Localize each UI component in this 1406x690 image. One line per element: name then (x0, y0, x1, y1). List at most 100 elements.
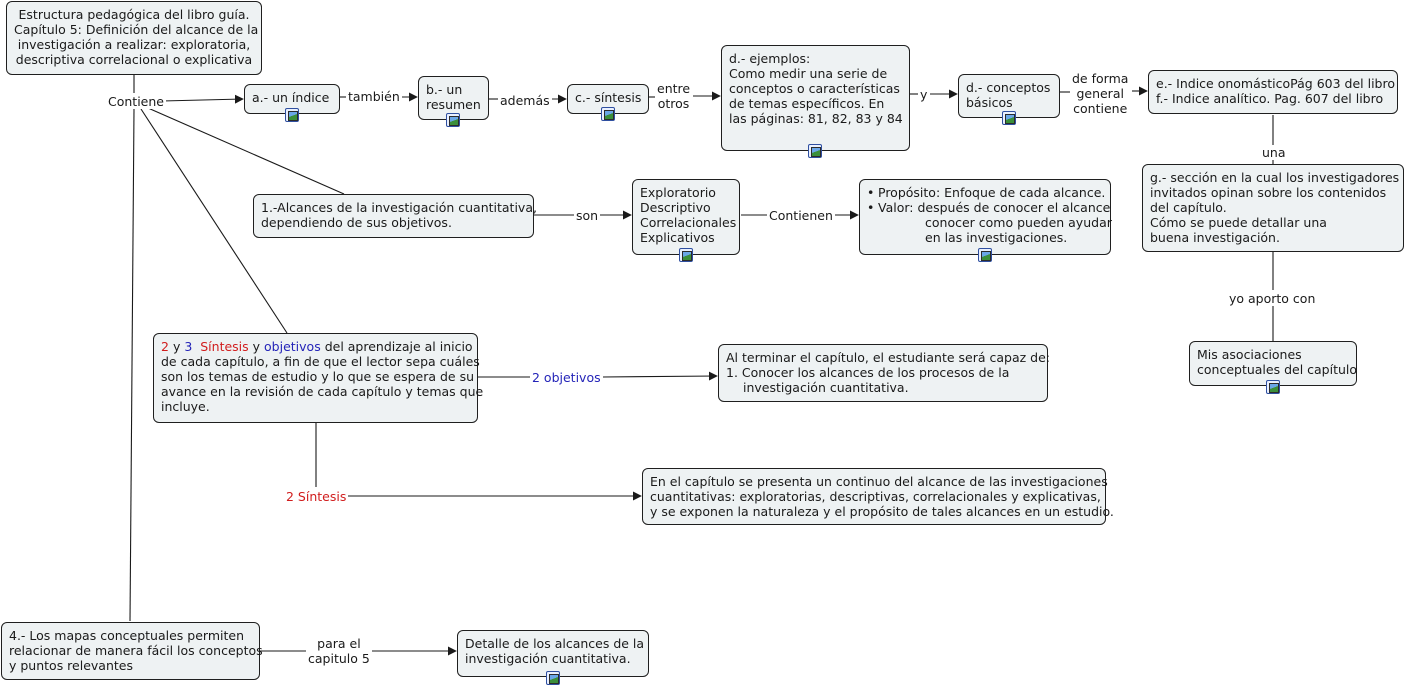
label-yo-aporto: yo aporto con (1227, 291, 1318, 306)
link-contiene-alcances (147, 107, 345, 195)
node-alcances-line: dependiendo de sus objetivos. (261, 215, 452, 230)
node-resumen-line: b.- un (426, 82, 463, 97)
label-contiene: Contiene (106, 94, 166, 109)
image-icon[interactable] (546, 671, 560, 685)
proposito-text: Enfoque de cada alcance. (944, 185, 1106, 200)
valor-text: en las investigaciones. (925, 230, 1068, 245)
mapas-line: relacionar de manera fácil los conceptos (9, 643, 263, 658)
node-sintesis-objetivos[interactable]: 2 y 3 Síntesis y objetivos del aprendiza… (153, 333, 484, 423)
continuo-line: En el capítulo se presenta un continuo d… (650, 474, 1108, 489)
image-icon[interactable] (1266, 380, 1280, 394)
node-mapas[interactable]: 4.- Los mapas conceptuales permiten rela… (1, 622, 263, 680)
continuo-line: y se exponen la naturaleza y el propósit… (650, 504, 1114, 519)
al-terminar-line: Al terminar el capítulo, el estudiante s… (726, 350, 1051, 365)
node-seccion[interactable]: g.- sección en la cual los investigadore… (1142, 164, 1404, 252)
valor-row: conocer como pueden ayudar (867, 215, 1112, 230)
node-indice-text: a.- un índice (252, 90, 330, 105)
num-3: 3 (184, 339, 193, 354)
node-tipos-line: Descriptivo (640, 200, 711, 215)
label-y: y (918, 87, 930, 102)
sintesis-objetivos-line: 2 y 3 Síntesis y objetivos del aprendiza… (161, 339, 473, 354)
continuo-line: cuantitativas: exploratorias, descriptiv… (650, 489, 1101, 504)
al-terminar-text: investigación cuantitativa. (743, 380, 909, 395)
image-icon[interactable] (1002, 111, 1016, 125)
sintesis-objetivos-line: incluye. (161, 399, 210, 414)
label-una: una (1260, 145, 1288, 160)
node-tipos-line: Exploratorio (640, 185, 716, 200)
node-ejemplos-line: conceptos o características (729, 81, 900, 96)
node-conceptos-line: d.- conceptos (966, 80, 1051, 95)
sintesis-objetivos-line: de cada capítulo, a fin de que el lector… (161, 354, 480, 369)
node-ejemplos-line: de temas específicos. En (729, 96, 885, 111)
node-ejemplos[interactable]: d.- ejemplos: Como medir una serie de co… (721, 45, 910, 151)
valor-row: en las investigaciones. (867, 230, 1103, 245)
image-icon[interactable] (808, 144, 822, 158)
node-detalle[interactable]: Detalle de los alcances de la investigac… (457, 630, 649, 677)
node-al-terminar[interactable]: Al terminar el capítulo, el estudiante s… (718, 344, 1051, 402)
node-sintesis-text: c.- síntesis (575, 90, 642, 105)
valor-row: •Valor: después de conocer el alcance (867, 200, 1110, 215)
label-para-el-line: capitulo 5 (308, 651, 370, 666)
num-2: 2 (161, 339, 169, 354)
link-contiene-indice (161, 94, 244, 104)
node-seccion-line: invitados opinan sobre los contenidos (1150, 185, 1387, 200)
title-line: descriptiva correlacional o explicativa (15, 52, 253, 67)
proposito-label: Propósito: (878, 185, 941, 200)
node-seccion-line: g.- sección en la cual los investigadore… (1150, 170, 1400, 185)
node-continuo[interactable]: En el capítulo se presenta un continuo d… (642, 468, 1114, 525)
conj: y (172, 339, 181, 354)
detalle-line: investigación cuantitativa. (465, 651, 631, 666)
word-sintesis: Síntesis (200, 339, 249, 354)
valor-label: Valor: (878, 200, 914, 215)
node-indices-line: e.- Indice onomásticoPág 603 del libro (1156, 76, 1396, 91)
node-seccion-line: buena investigación. (1150, 230, 1280, 245)
node-tipos[interactable]: Exploratorio Descriptivo Correlacionales… (632, 179, 740, 255)
image-icon[interactable] (679, 248, 693, 262)
label-de-forma-line: contiene (1073, 101, 1128, 116)
sintesis-objetivos-line: avance en la revisión de cada capítulo y… (161, 384, 484, 399)
node-mis-asociaciones-line: Mis asociaciones (1197, 347, 1302, 362)
node-seccion-line: del capítulo. (1150, 200, 1227, 215)
word-objetivos: objetivos (264, 339, 321, 354)
conj: y (252, 339, 261, 354)
node-indices[interactable]: e.- Indice onomásticoPág 603 del libro f… (1148, 70, 1398, 114)
sintesis-objetivos-line: son los temas de estudio y lo que se esp… (161, 369, 475, 384)
label-tambien: también (346, 89, 402, 104)
proposito-row: •Propósito: Enfoque de cada alcance. (867, 185, 1106, 200)
label-para-el: para el capitulo 5 (306, 636, 372, 666)
label-2-objetivos: 2 objetivos (530, 370, 603, 385)
valor-text: después de conocer el alcance (917, 200, 1111, 215)
mapas-line: 4.- Los mapas conceptuales permiten (9, 628, 244, 643)
detalle-line: Detalle de los alcances de la (465, 636, 645, 651)
node-indices-line: f.- Indice analítico. Pag. 607 del libro (1156, 91, 1384, 106)
node-alcances[interactable]: 1.-Alcances de la investigación cuantita… (253, 194, 537, 238)
node-proposito[interactable]: •Propósito: Enfoque de cada alcance. •Va… (859, 179, 1112, 255)
node-alcances-line: 1.-Alcances de la investigación cuantita… (261, 200, 537, 215)
node-seccion-line: Cómo se puede detallar una (1150, 215, 1327, 230)
label-entre-otros: entre otros (655, 81, 693, 111)
label-entre-otros-line: entre (657, 81, 691, 96)
node-mis-asociaciones-line: conceptuales del capítulo (1197, 362, 1358, 377)
link-contiene-mapas (129, 108, 135, 622)
al-terminar-line: investigación cuantitativa. (726, 380, 1040, 395)
bullet: • (867, 200, 875, 215)
sintesis-objetivos-rest: del aprendizaje al inicio (324, 339, 473, 354)
label-2-sintesis: 2 Síntesis (284, 489, 349, 504)
label-entre-otros-line: otros (657, 96, 690, 111)
label-de-forma-line: general (1076, 86, 1124, 101)
title-line: Estructura pedagógica del libro guía. (18, 7, 250, 22)
image-icon[interactable] (285, 108, 299, 122)
link-2obj-alterminar (601, 371, 718, 381)
image-icon[interactable] (978, 248, 992, 262)
node-ejemplos-line: Como medir una serie de (729, 66, 888, 81)
label-de-forma: de forma general contiene (1070, 71, 1131, 116)
bullet: • (867, 185, 875, 200)
link-contiene-sintesisobj (140, 108, 288, 334)
image-icon[interactable] (446, 113, 460, 127)
label-para-el-line: para el (317, 636, 361, 651)
node-conceptos[interactable]: d.- conceptos básicos (958, 74, 1060, 118)
node-tipos-line: Explicativos (640, 230, 715, 245)
title-node[interactable]: Estructura pedagógica del libro guía. Ca… (6, 1, 262, 75)
image-icon[interactable] (601, 107, 615, 121)
